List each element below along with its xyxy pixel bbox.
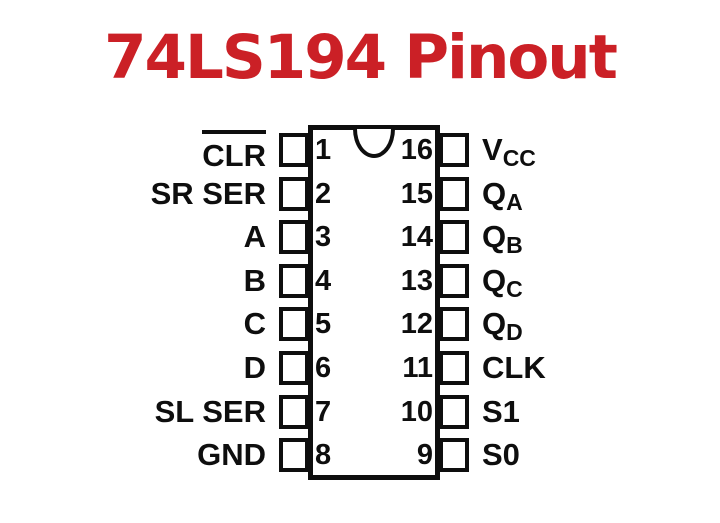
pin-box-left (279, 133, 309, 167)
chip-body (308, 125, 440, 480)
pin-label-subscript: A (506, 188, 523, 215)
pin-label-left: D (40, 348, 266, 388)
pin-number-right: 13 (400, 264, 433, 297)
pin-label-text: V (482, 132, 503, 167)
pin-box-left (279, 220, 309, 255)
page-title: 74LS194 Pinout (104, 22, 618, 93)
pin-number-right: 16 (400, 134, 433, 166)
pin-number-right: 9 (416, 439, 433, 472)
pin-number-right: 15 (400, 177, 433, 210)
pin-number-left: 7 (315, 395, 332, 428)
pin-box-right (439, 438, 469, 473)
pin-label-right: QA (482, 174, 672, 215)
pin-label-text: SL SER (154, 393, 266, 429)
pin-label-right: QC (482, 261, 672, 302)
pin-label-right: CLK (482, 348, 672, 388)
pin-box-left (279, 263, 309, 298)
pin-label-left: C (40, 304, 266, 344)
pin-box-right (439, 263, 469, 298)
pin-label-text: Q (482, 262, 507, 298)
pin-number-left: 2 (315, 177, 332, 210)
pin-number-right: 10 (400, 395, 433, 428)
pin-label-right: QD (482, 304, 672, 346)
pin-box-right (439, 133, 469, 167)
pin-label-text: Q (482, 175, 507, 211)
pin-label-subscript: D (506, 319, 523, 346)
pin-box-right (439, 351, 469, 385)
pin-number-right: 14 (400, 221, 433, 254)
pin-label-text: S1 (482, 393, 520, 429)
pin-box-left (279, 394, 309, 429)
pin-label-right: QB (482, 217, 672, 259)
pin-number-left: 3 (315, 221, 332, 254)
pin-label-text: Q (482, 306, 507, 342)
pin-label-text: Q (482, 219, 507, 255)
pin-label-text: C (243, 306, 266, 342)
pin-label-text: A (243, 219, 266, 255)
pin-label-text: D (243, 350, 266, 385)
pin-label-text: S0 (482, 437, 520, 473)
pin-box-right (439, 176, 469, 211)
pin-number-left: 4 (315, 264, 332, 297)
pin-label-text: GND (197, 437, 266, 473)
pin-label-left: CLR (40, 130, 266, 173)
pin-label-subscript: C (506, 275, 523, 302)
pin-box-left (279, 438, 309, 473)
pin-label-text: CLK (482, 350, 546, 385)
pin-number-left: 1 (315, 134, 332, 166)
pin-label-left: SR SER (40, 174, 266, 214)
pin-number-left: 5 (315, 308, 332, 341)
pin-number-right: 12 (400, 308, 433, 341)
pin-label-subscript: B (506, 232, 523, 259)
pin-label-right: VCC (482, 130, 672, 171)
pin-box-right (439, 220, 469, 255)
pin-label-left: A (40, 217, 266, 257)
pin-label-right: S1 (482, 392, 672, 432)
pin-number-left: 8 (315, 439, 332, 472)
pin-label-subscript: CC (502, 145, 536, 171)
pin-label-text: CLR (202, 130, 266, 176)
pin-box-right (439, 307, 469, 342)
pin-box-left (279, 176, 309, 211)
pin-label-text: SR SER (150, 175, 266, 211)
pin-box-left (279, 351, 309, 385)
pin-number-right: 11 (402, 352, 433, 384)
pin-label-right: S0 (482, 435, 672, 475)
pin-box-left (279, 307, 309, 342)
pin-label-left: SL SER (40, 392, 266, 432)
pin-number-left: 6 (315, 352, 332, 384)
pin-box-right (439, 394, 469, 429)
pin-label-left: GND (40, 435, 266, 475)
pin-label-left: B (40, 261, 266, 301)
pin-label-text: B (243, 262, 266, 298)
